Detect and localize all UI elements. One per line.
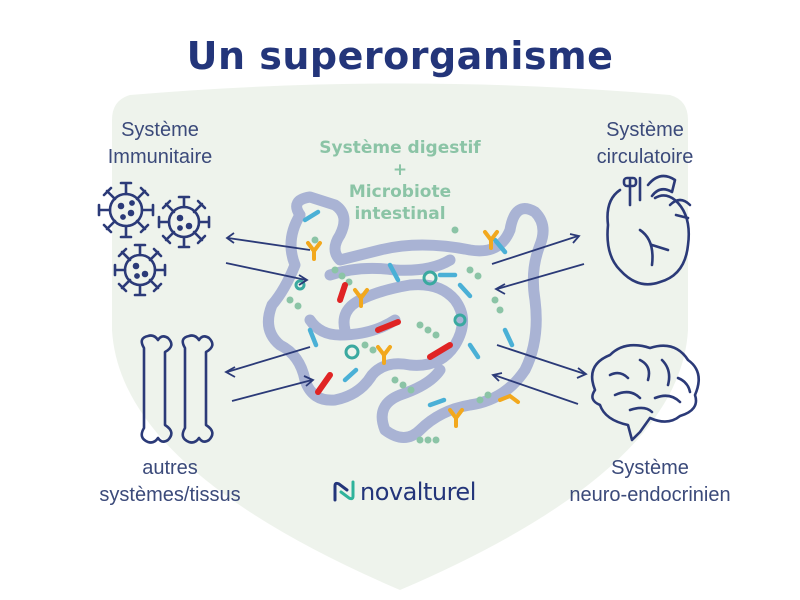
- brand-logo: novalturel: [330, 478, 476, 506]
- label-neuro-line2: neuro-endocrinien: [569, 484, 731, 506]
- label-other-line1: autres: [142, 457, 198, 479]
- center-line-microbiote: Microbiote: [348, 182, 452, 202]
- label-immune-system: Système Immunitaire: [70, 117, 250, 171]
- center-caption: Système digestif + Microbiote intestinal: [300, 137, 500, 225]
- virus-icon: [97, 181, 211, 297]
- label-neuro-line1: Système: [611, 457, 689, 479]
- label-other-line2: systèmes/tissus: [99, 484, 241, 506]
- label-circulatory-line1: Système: [606, 119, 684, 141]
- label-circulatory-system: Système circulatoire: [555, 117, 735, 171]
- label-neuro-endocrine-system: Système neuro-endocrinien: [540, 455, 760, 509]
- label-immune-line1: Système: [121, 119, 199, 141]
- center-line-digestive: Système digestif: [319, 138, 481, 158]
- center-line-intestinal: intestinal: [354, 204, 446, 224]
- heart-icon: [606, 174, 692, 286]
- label-other-systems: autres systèmes/tissus: [70, 455, 270, 509]
- brand-name: novalturel: [360, 478, 476, 506]
- novalturel-logo-icon: [333, 480, 355, 502]
- microbes: [286, 209, 520, 444]
- arrows: [224, 232, 588, 405]
- label-immune-line2: Immunitaire: [107, 146, 213, 168]
- center-plus: +: [392, 160, 408, 180]
- page-title: Un superorganisme: [186, 34, 614, 78]
- brain-icon: [590, 343, 700, 442]
- label-circulatory-line2: circulatoire: [596, 146, 694, 168]
- shield-background: [112, 83, 688, 590]
- bones-icon: [140, 334, 214, 444]
